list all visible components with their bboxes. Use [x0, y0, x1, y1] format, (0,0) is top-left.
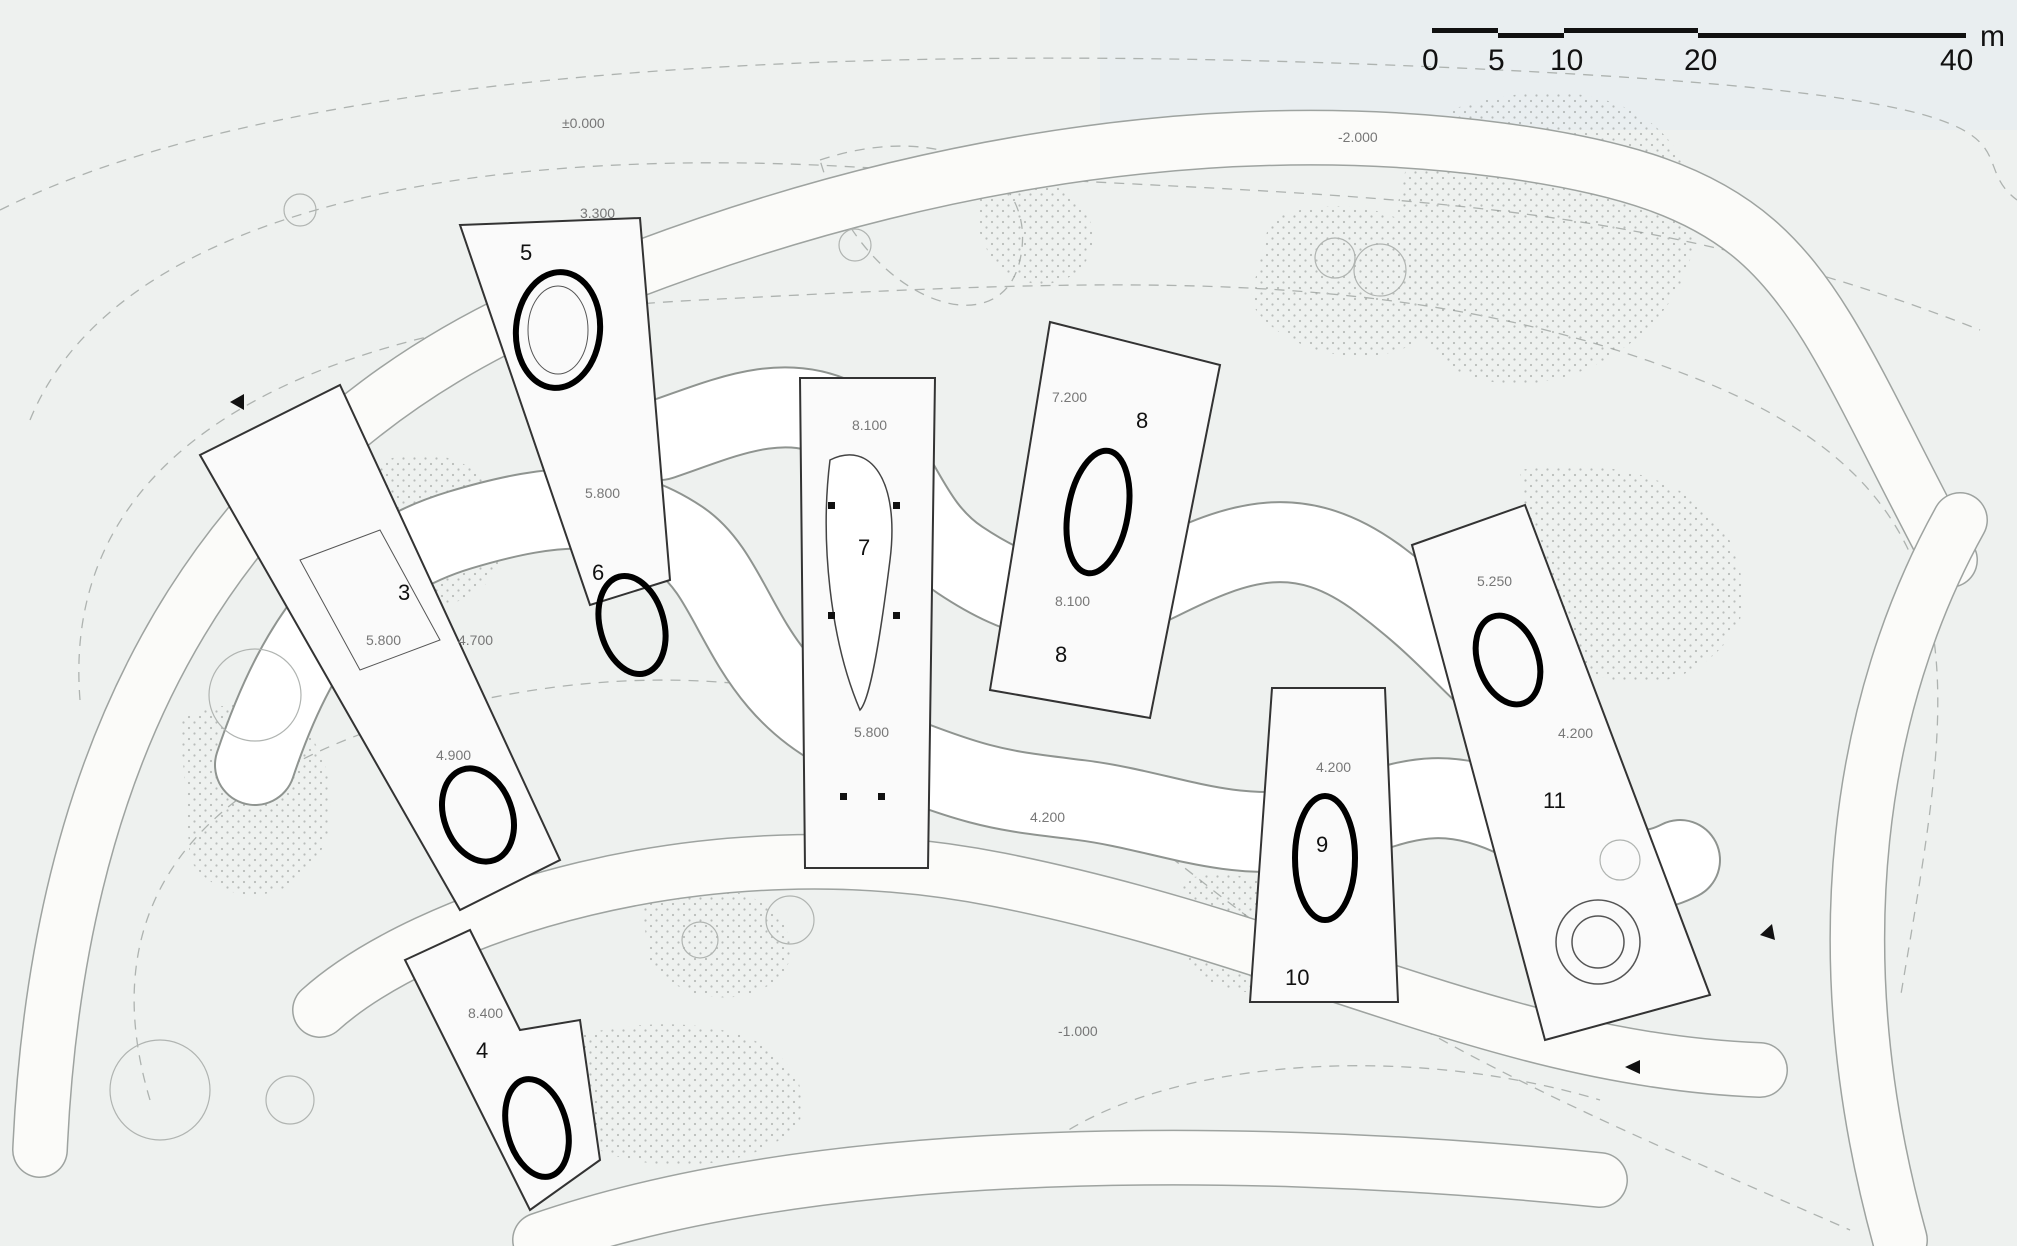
scale-tick-10: 10 — [1550, 44, 1583, 77]
label-9: 9 — [1316, 832, 1328, 857]
label-11: 11 — [1543, 788, 1566, 813]
level-5800-a: 5.800 — [585, 485, 620, 501]
trees — [109, 193, 1641, 1141]
level-minus2: -2.000 — [1338, 129, 1378, 145]
level-4700: 4.700 — [458, 632, 493, 648]
building-labels: 3 4 5 6 7 8 8 9 10 11 — [398, 240, 1566, 1063]
level-4200-c: 4.200 — [1030, 809, 1065, 825]
scale-tick-20: 20 — [1684, 44, 1717, 77]
level-0: ±0.000 — [562, 115, 605, 131]
scale-tick-40: 40 — [1940, 44, 1973, 77]
label-5: 5 — [520, 240, 532, 265]
building-9 — [1248, 687, 1400, 1003]
level-8100-b: 8.100 — [1055, 593, 1090, 609]
label-4: 4 — [476, 1038, 488, 1063]
arrow-west — [230, 394, 244, 410]
level-minus1: -1.000 — [1058, 1023, 1098, 1039]
building-7 — [798, 377, 937, 869]
label-7: 7 — [858, 535, 870, 560]
level-5800-c: 5.800 — [854, 724, 889, 740]
level-4900: 4.900 — [436, 747, 471, 763]
level-5250: 5.250 — [1477, 573, 1512, 589]
level-4200-a: 4.200 — [1558, 725, 1593, 741]
level-8400: 8.400 — [468, 1005, 503, 1021]
label-8-upper: 8 — [1136, 408, 1148, 433]
level-5800-b: 5.800 — [366, 632, 401, 648]
level-3300: 3.300 — [580, 205, 615, 221]
scale-tick-5: 5 — [1488, 44, 1505, 77]
scale-unit: m — [1980, 20, 2005, 53]
building-3 — [198, 383, 562, 912]
label-10: 10 — [1285, 965, 1309, 990]
label-6: 6 — [592, 560, 604, 585]
building-8 — [988, 320, 1222, 720]
arrow-south — [1625, 1060, 1640, 1074]
level-4200-b: 4.200 — [1316, 759, 1351, 775]
scale-bar: 0 5 10 20 40 m — [1422, 20, 2005, 77]
arrow-southeast — [1760, 924, 1775, 940]
label-3: 3 — [398, 580, 410, 605]
label-8-lower: 8 — [1055, 642, 1067, 667]
building-5 — [458, 216, 672, 678]
level-markers: ±0.000 -2.000 3.300 8.100 7.200 5.800 5.… — [366, 115, 1593, 1039]
level-8100-a: 8.100 — [852, 417, 887, 433]
scale-tick-0: 0 — [1422, 44, 1439, 77]
building-4 — [403, 928, 602, 1212]
ramps — [12, 109, 1988, 1246]
level-7200: 7.200 — [1052, 389, 1087, 405]
direction-arrows — [230, 394, 1775, 1074]
building-11 — [1410, 503, 1712, 1042]
